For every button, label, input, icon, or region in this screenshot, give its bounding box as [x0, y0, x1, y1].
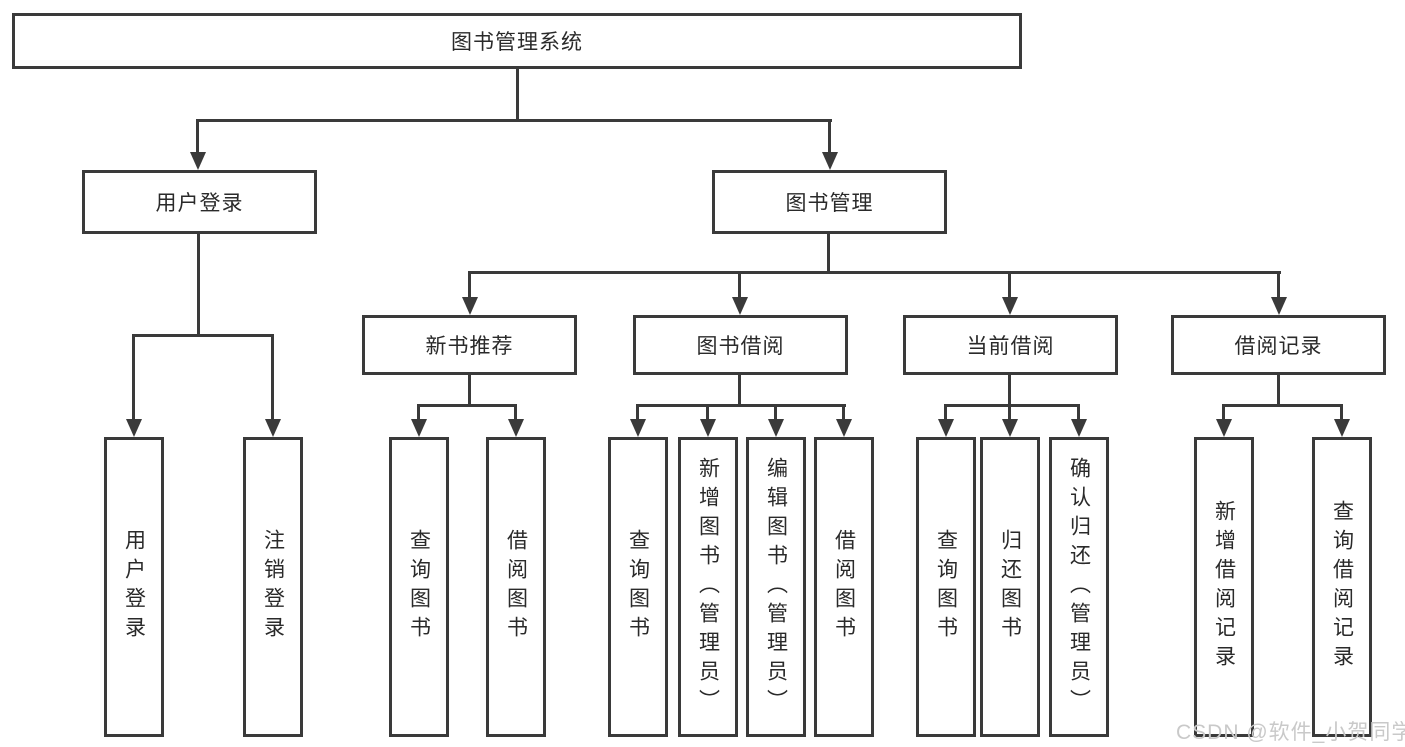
leaf-user-login-label: 用户登录: [122, 529, 146, 645]
connector-line: [516, 69, 519, 120]
leaf-add-books-admin-label: 新增图书（管理员）: [696, 456, 720, 718]
connector-line: [1008, 375, 1011, 406]
connector-line: [1008, 404, 1011, 423]
node-current-borrow-label: 当前借阅: [966, 335, 1055, 358]
arrow-down-icon: [938, 419, 954, 437]
connector-line: [738, 271, 741, 301]
connector-line: [417, 404, 517, 407]
leaf-confirm-return-admin: 确认归还（管理员）: [1049, 437, 1109, 737]
connector-line: [197, 234, 200, 335]
node-book-management-label: 图书管理: [785, 192, 874, 215]
arrow-down-icon: [768, 419, 784, 437]
leaf-edit-books-admin-label: 编辑图书（管理员）: [764, 456, 788, 718]
leaf-edit-books-admin: 编辑图书（管理员）: [746, 437, 806, 737]
arrow-down-icon: [1071, 419, 1087, 437]
arrow-down-icon: [700, 419, 716, 437]
csdn-watermark: CSDN @软件_小贺同学: [1176, 721, 1405, 744]
node-library-system-label: 图书管理系统: [451, 31, 583, 54]
connector-line: [842, 404, 845, 423]
leaf-return-books: 归还图书: [980, 437, 1040, 737]
leaf-add-borrow-record-label: 新增借阅记录: [1212, 500, 1236, 674]
node-user-login: 用户登录: [82, 170, 317, 234]
connector-line: [774, 404, 777, 423]
connector-line: [271, 334, 274, 423]
connector-line: [1008, 271, 1011, 301]
leaf-logout: 注销登录: [243, 437, 303, 737]
connector-line: [196, 119, 832, 122]
arrow-down-icon: [1334, 419, 1350, 437]
connector-line: [1222, 404, 1225, 423]
leaf-logout-label: 注销登录: [261, 529, 285, 645]
leaf-borrow-books-label: 借阅图书: [832, 529, 856, 645]
arrow-down-icon: [1216, 419, 1232, 437]
node-book-management: 图书管理: [712, 170, 947, 234]
leaf-borrow-books-recommend: 借阅图书: [486, 437, 546, 737]
arrow-down-icon: [508, 419, 524, 437]
arrow-down-icon: [732, 297, 748, 315]
leaf-borrow-books-recommend-label: 借阅图书: [504, 529, 528, 645]
node-book-borrow: 图书借阅: [633, 315, 848, 375]
connector-line: [468, 375, 471, 406]
node-user-login-label: 用户登录: [155, 192, 244, 215]
arrow-down-icon: [630, 419, 646, 437]
node-new-book-recommend: 新书推荐: [362, 315, 577, 375]
arrow-down-icon: [126, 419, 142, 437]
leaf-return-books-label: 归还图书: [998, 529, 1022, 645]
arrow-down-icon: [1002, 297, 1018, 315]
leaf-query-books-recommend-label: 查询图书: [407, 529, 431, 645]
leaf-query-borrow-record: 查询借阅记录: [1312, 437, 1372, 737]
connector-line: [636, 404, 846, 407]
leaf-query-borrow-record-label: 查询借阅记录: [1330, 500, 1354, 674]
node-borrow-record-label: 借阅记录: [1234, 335, 1323, 358]
connector-line: [827, 234, 830, 272]
connector-line: [1222, 404, 1343, 407]
leaf-add-books-admin: 新增图书（管理员）: [678, 437, 738, 737]
node-new-book-recommend-label: 新书推荐: [425, 335, 514, 358]
leaf-query-books-borrow: 查询图书: [608, 437, 668, 737]
node-borrow-record: 借阅记录: [1171, 315, 1386, 375]
leaf-borrow-books: 借阅图书: [814, 437, 874, 737]
connector-line: [738, 375, 741, 406]
leaf-add-borrow-record: 新增借阅记录: [1194, 437, 1254, 737]
leaf-query-books-borrow-label: 查询图书: [626, 529, 650, 645]
arrow-down-icon: [190, 152, 206, 170]
arrow-down-icon: [462, 297, 478, 315]
connector-line: [944, 404, 947, 423]
leaf-user-login: 用户登录: [104, 437, 164, 737]
connector-line: [636, 404, 639, 423]
connector-line: [1077, 404, 1080, 423]
connector-line: [828, 119, 831, 155]
connector-line: [1277, 375, 1280, 406]
arrow-down-icon: [836, 419, 852, 437]
connector-line: [468, 271, 471, 301]
arrow-down-icon: [411, 419, 427, 437]
node-book-borrow-label: 图书借阅: [696, 335, 785, 358]
connector-line: [706, 404, 709, 423]
arrow-down-icon: [822, 152, 838, 170]
node-current-borrow: 当前借阅: [903, 315, 1118, 375]
leaf-query-books-current: 查询图书: [916, 437, 976, 737]
arrow-down-icon: [1002, 419, 1018, 437]
connector-line: [132, 334, 135, 423]
connector-line: [944, 404, 1080, 407]
arrow-down-icon: [265, 419, 281, 437]
connector-line: [417, 404, 420, 423]
leaf-query-books-current-label: 查询图书: [934, 529, 958, 645]
connector-line: [1277, 271, 1280, 301]
leaf-query-books-recommend: 查询图书: [389, 437, 449, 737]
leaf-confirm-return-admin-label: 确认归还（管理员）: [1067, 456, 1091, 718]
connector-line: [196, 119, 199, 155]
connector-line: [1340, 404, 1343, 423]
arrow-down-icon: [1271, 297, 1287, 315]
connector-line: [514, 404, 517, 423]
node-library-system: 图书管理系统: [12, 13, 1022, 69]
connector-line: [132, 334, 274, 337]
connector-line: [468, 271, 1281, 274]
